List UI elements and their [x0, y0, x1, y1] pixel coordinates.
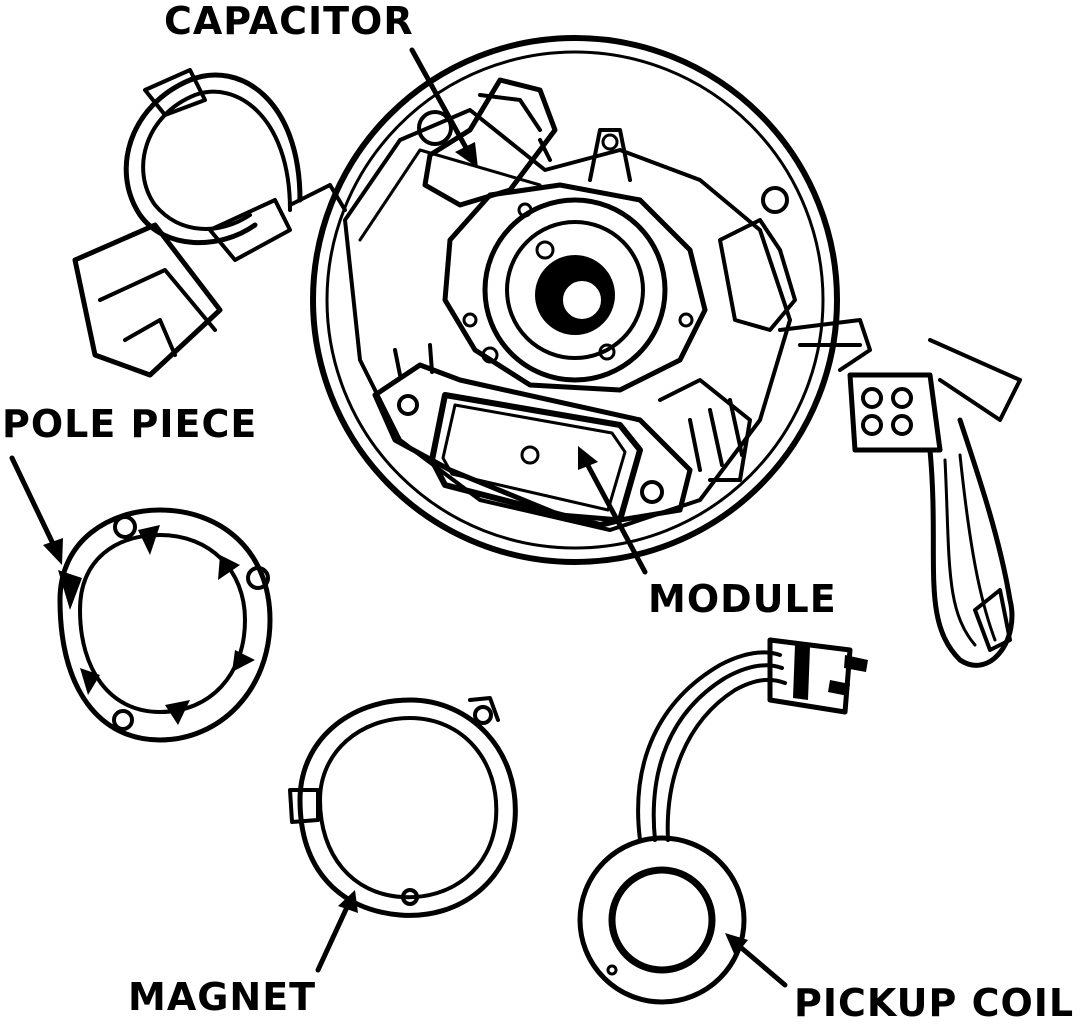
module-arrow [582, 457, 648, 575]
capacitor-arrowhead-icon [455, 142, 478, 168]
pickup-coil-part [577, 637, 868, 1005]
magnet-part [288, 696, 518, 918]
pole-piece-arrowhead-icon [43, 538, 63, 565]
leader-arrows [9, 47, 788, 988]
capacitor-arrow [409, 47, 473, 158]
pickup-coil-label: PICKUP COIL [794, 981, 1075, 1025]
capacitor-part [417, 77, 558, 208]
pickup-coil-arrowhead-icon [725, 933, 748, 956]
module-part [372, 343, 693, 528]
magnet-arrow [315, 902, 351, 973]
wiring-harness-right [658, 186, 1022, 668]
magnet-arrowhead-icon [338, 890, 358, 913]
capacitor-label: CAPACITOR [164, 0, 414, 43]
magnet-label: MAGNET [128, 975, 317, 1019]
center-hub [442, 128, 708, 393]
pickup-coil-arrow [735, 942, 788, 988]
pole-piece-label: POLE PIECE [2, 402, 258, 446]
module-arrowhead-icon [578, 446, 598, 470]
pole-piece-part [57, 507, 273, 743]
module-label: MODULE [648, 577, 837, 621]
pole-piece-arrow [9, 455, 58, 551]
wiring-harness-left [72, 68, 347, 378]
